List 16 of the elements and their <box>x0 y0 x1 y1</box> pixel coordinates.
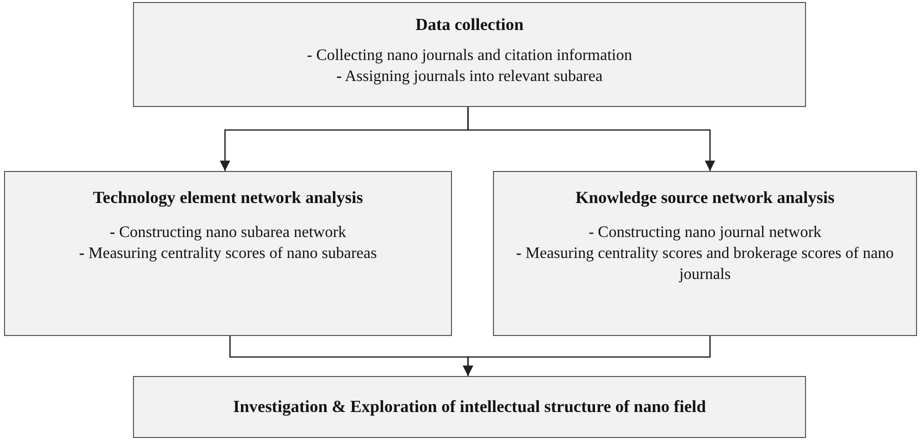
bullet-text: - Measuring centrality scores and brokerage scores of nano journals <box>515 244 895 285</box>
box-title: Technology element network analysis <box>92 188 364 208</box>
bullet-text: - Measuring centrality scores of nano subareas <box>78 244 378 264</box>
box-title: Investigation & Exploration of intellectual structure of nano field <box>232 397 707 417</box>
box-title: Knowledge source network analysis <box>574 188 836 208</box>
arrow <box>462 336 711 376</box>
bullet-text: - Assigning journals into relevant subarea <box>335 67 604 87</box>
arrow <box>467 107 716 171</box>
process-box <box>4 171 452 336</box>
process-box <box>133 376 806 438</box>
process-box <box>493 171 917 336</box>
bullet-text: - Constructing nano subarea network <box>108 223 348 243</box>
process-box <box>133 2 806 107</box>
box-title: Data collection <box>414 15 525 35</box>
bullet-text: - Constructing nano journal network <box>588 223 822 243</box>
bullet-text: - Collecting nano journals and citation information <box>306 46 634 66</box>
